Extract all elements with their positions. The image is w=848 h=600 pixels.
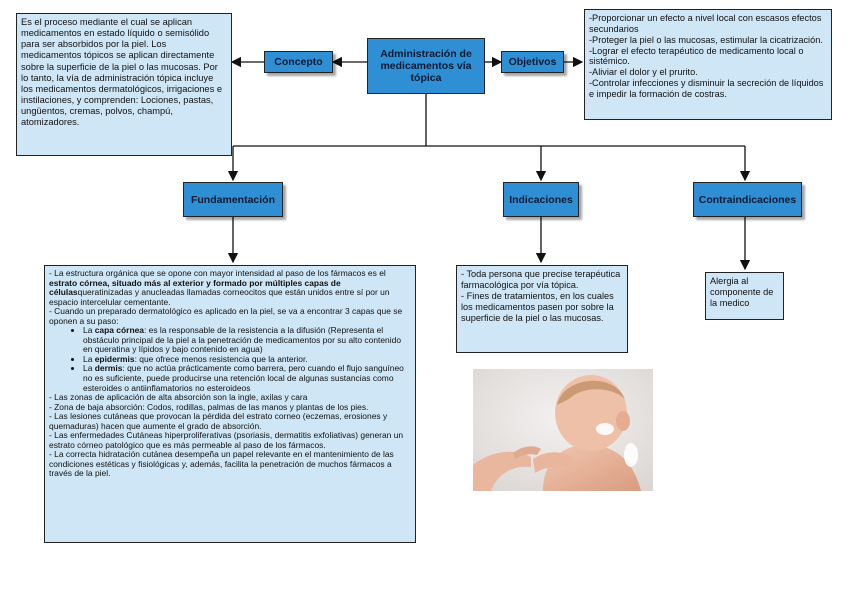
photo-illustration (473, 369, 653, 491)
indicaciones-label: Indicaciones (509, 193, 573, 206)
center-title: Administración de medicamentos vía tópic… (380, 47, 472, 85)
capa-name: epidermis (94, 353, 135, 364)
contraindicaciones-label: Contraindicaciones (698, 193, 797, 206)
capa-desc: : que ofrece menos resistencia que la an… (134, 353, 308, 364)
objetivos-box: Objetivos (501, 51, 564, 73)
indicaciones-text-box: - Toda persona que precise terapéutica f… (456, 265, 628, 353)
capa-pre: La (83, 325, 95, 336)
fund-tail: - Las lesiones cutáneas que provocan la … (49, 411, 388, 431)
fund-tail: - Las enfermedades Cutáneas hiperprolife… (49, 430, 404, 450)
capas-list: La capa córnea: es la responsable de la … (49, 325, 411, 393)
capa-item: La epidermis: que ofrece menos resistenc… (83, 353, 411, 365)
indicacion-item: - Fines de tratamientos, en los cuales l… (461, 291, 614, 324)
capa-item: La dermis: que no actúa prácticamente co… (83, 364, 411, 393)
concepto-label: Concepto (274, 56, 323, 68)
objetivo-item: -Aliviar el dolor y el prurito. (589, 67, 698, 78)
capa-desc: : que no actúa prácticamente como barrer… (83, 363, 404, 393)
capa-name: capa córnea (94, 325, 144, 336)
capa-name: dermis (94, 363, 123, 374)
fund-p1-c: queratinizadas y anucleadas llamadas cor… (49, 287, 390, 307)
capa-item: La capa córnea: es la responsable de la … (83, 325, 411, 355)
fundamentacion-box: Fundamentación (183, 182, 283, 217)
fund-tail: - La correcta hidratación cutánea desemp… (49, 449, 394, 479)
concepto-text: Es el proceso mediante el cual se aplica… (21, 17, 223, 128)
concepto-box: Concepto (264, 51, 333, 73)
capa-desc: : es la responsable de la resistencia a … (83, 325, 402, 355)
indicacion-item: - Toda persona que precise terapéutica f… (461, 269, 621, 291)
concepto-text-box: Es el proceso mediante el cual se aplica… (16, 13, 232, 156)
fund-p1-a: - La estructura orgánica que se opone co… (49, 268, 386, 278)
capa-pre: La (83, 363, 95, 374)
baby-cream-photo (473, 369, 653, 491)
fund-tail: - Las zonas de aplicación de alta absorc… (49, 392, 308, 403)
fundamentacion-p2: - Cuando un preparado dermatológico es a… (49, 306, 403, 326)
center-title-box: Administración de medicamentos vía tópic… (367, 38, 485, 94)
fund-tail: - Zona de baja absorción: Codos, rodilla… (49, 401, 369, 412)
objetivos-label: Objetivos (508, 56, 557, 68)
capa-pre: La (83, 353, 95, 364)
fundamentacion-label: Fundamentación (190, 193, 275, 206)
contraindicaciones-text-box: Alergia al componente de la medico (705, 272, 784, 320)
contraindicaciones-box: Contraindicaciones (693, 182, 802, 217)
indicaciones-box: Indicaciones (503, 182, 579, 217)
objetivo-item: -Lograr el efecto terapéutico de medicam… (589, 45, 804, 67)
fundamentacion-p1: - La estructura orgánica que se opone co… (49, 268, 411, 307)
contraindicaciones-text: Alergia al componente de la medico (710, 276, 774, 309)
fund-p1-b: estrato córnea, situado más al exterior … (49, 277, 341, 298)
fundamentacion-text-box: - La estructura orgánica que se opone co… (44, 265, 416, 543)
objetivo-item: -Controlar infecciones y disminuir la se… (589, 78, 824, 100)
objetivo-item: -Proporcionar un efecto a nivel local co… (589, 13, 822, 34)
objetivos-text-box: -Proporcionar un efecto a nivel local co… (584, 9, 832, 120)
objetivo-item: -Proteger la piel o las mucosas, estimul… (589, 34, 823, 45)
